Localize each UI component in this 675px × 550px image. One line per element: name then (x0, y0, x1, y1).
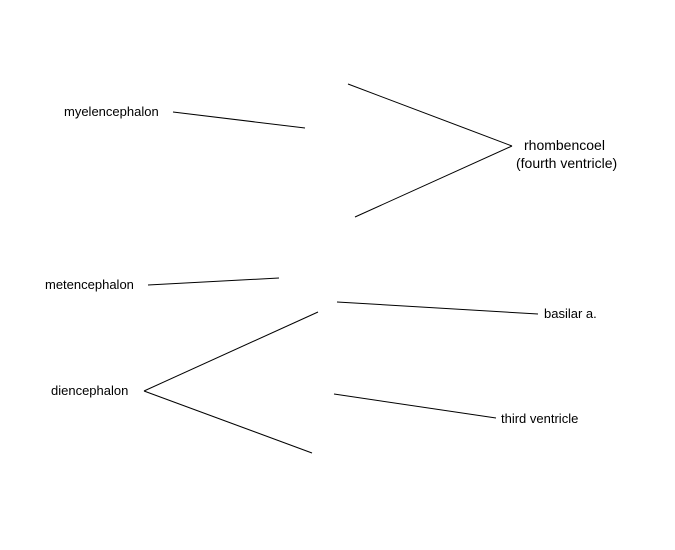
rhombencoel-leader-upper (347, 83, 513, 147)
basilar-leader (336, 301, 539, 315)
label-myelencephalon: myelencephalon (64, 104, 159, 119)
label-fourth-ventricle: (fourth ventricle) (516, 155, 618, 171)
label-third-ventricle: third ventricle (501, 411, 579, 426)
label-diencephalon: diencephalon (51, 383, 129, 398)
label-basilar-artery: basilar a. (544, 306, 597, 321)
diencephalon-leader-upper (143, 311, 319, 392)
metencephalon-leader (147, 277, 280, 286)
diencephalon-leader-lower (143, 390, 313, 454)
label-metencephalon: metencephalon (45, 277, 134, 292)
third-ventricle-leader (333, 393, 497, 419)
label-rhombencoel: rhombencoel (524, 137, 605, 153)
rhombencoel-leader-lower (354, 145, 513, 218)
myelencephalon-leader (172, 111, 306, 129)
